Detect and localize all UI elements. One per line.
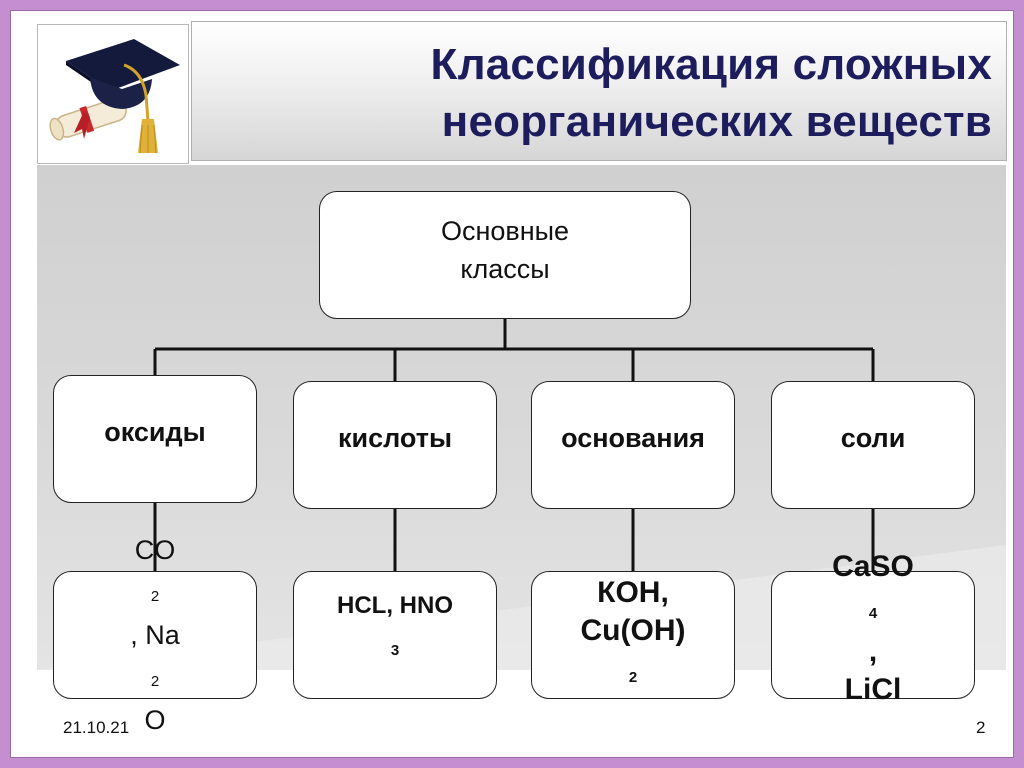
panel-decoration [37, 545, 1006, 670]
class-label-bases: основания [561, 422, 705, 453]
slide: Классификация сложных неорганических вещ… [10, 10, 1014, 758]
root-node: Основные классы [319, 191, 691, 319]
title-bar: Классификация сложных неорганических вещ… [191, 21, 1007, 161]
class-node-acids: кислоты [293, 381, 497, 509]
diagram-connectors [153, 319, 875, 571]
root-label: Основные классы [440, 216, 570, 284]
graduation-cap-diploma-icon [49, 39, 180, 154]
class-node-salts: соли [771, 381, 975, 509]
example-text-bases: КОН, Cu(OH)2 [580, 575, 686, 686]
class-node-oxides: оксиды [53, 375, 257, 503]
class-label-salts: соли [840, 422, 906, 453]
example-node-bases: КОН, Cu(OH)2 [531, 571, 735, 699]
class-label-acids: кислоты [337, 422, 453, 453]
logo-box [37, 24, 189, 164]
slide-date: 21.10.21 [63, 718, 130, 737]
slide-page-number: 2 [976, 718, 986, 737]
slide-title: Классификация сложных неорганических вещ… [430, 40, 992, 146]
class-label-oxides: оксиды [104, 416, 206, 447]
class-node-bases: основания [531, 381, 735, 509]
